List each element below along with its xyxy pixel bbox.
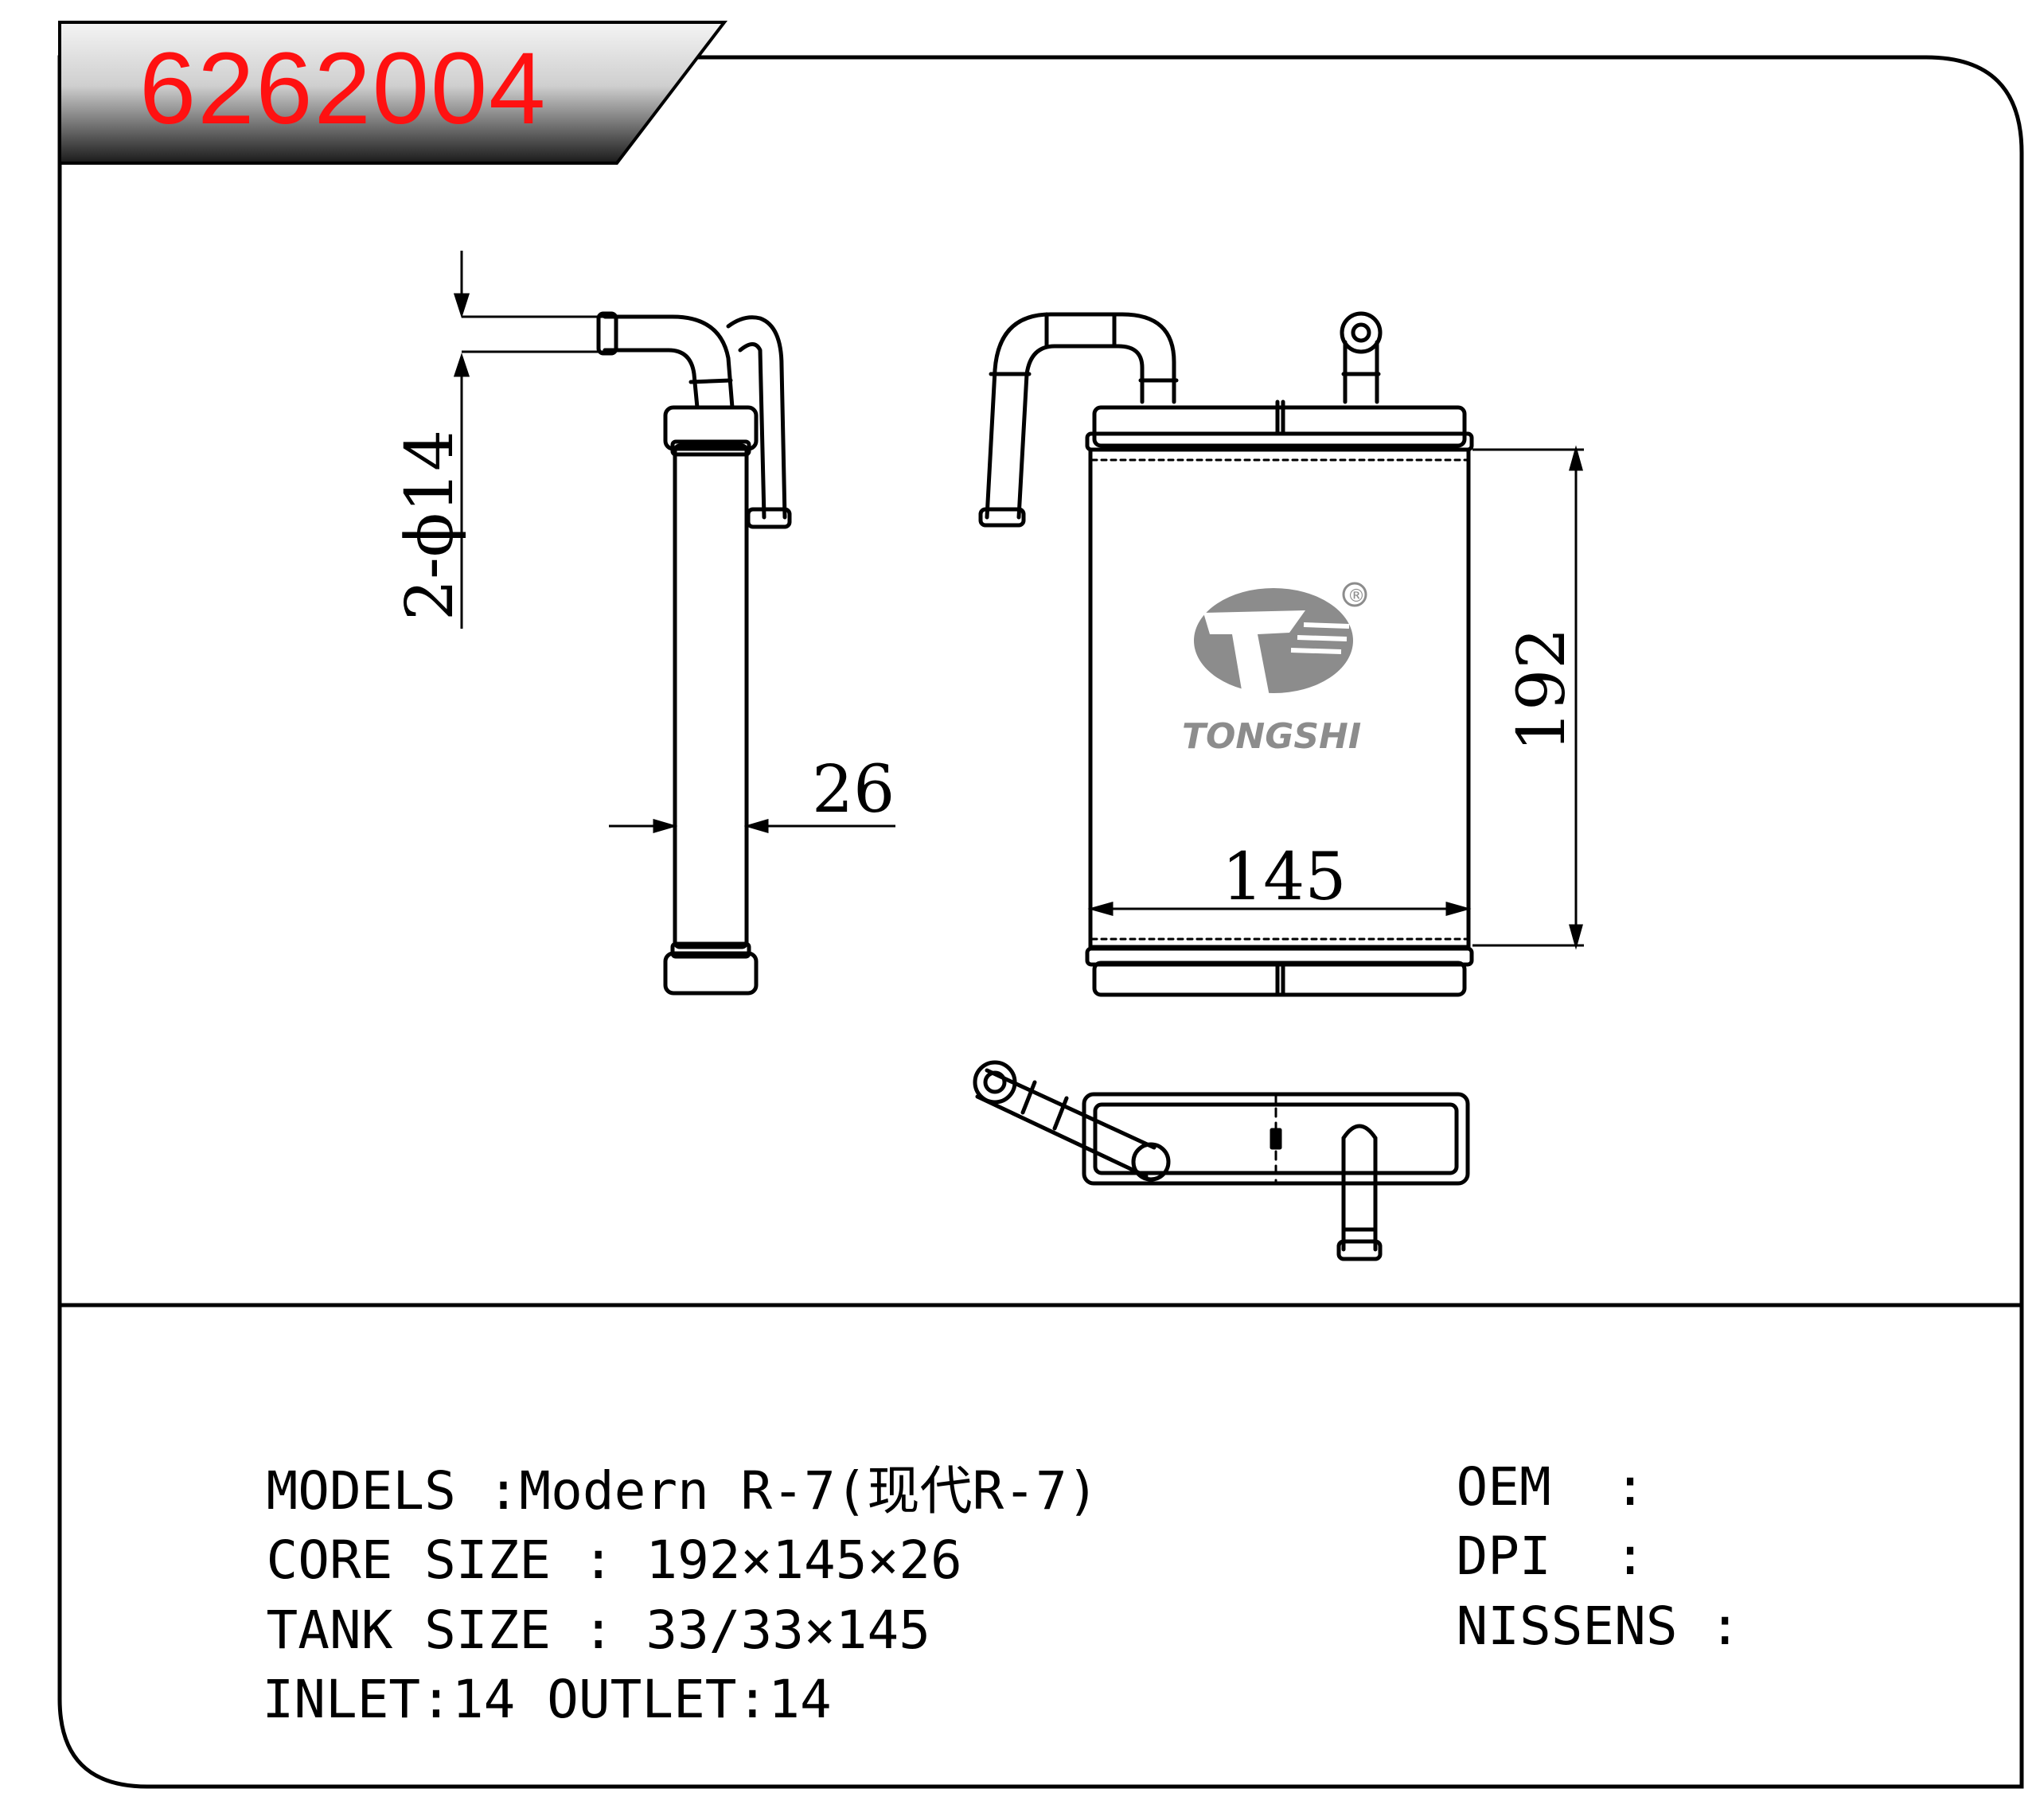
spec-core-size: CORE SIZE : 192×145×26	[203, 1482, 961, 1587]
top-outlet-tip	[1336, 1239, 1383, 1261]
ref-dpi-label: DPI	[1456, 1526, 1551, 1587]
side-pipe-rear	[726, 315, 787, 520]
tongshi-logo-icon	[1194, 582, 1367, 696]
logo-text: TONGSHI	[1182, 716, 1361, 757]
spec-core-size-value: : 192×145×26	[582, 1530, 962, 1591]
ref-dpi: DPI :	[1393, 1478, 1645, 1583]
header-tab	[58, 21, 728, 165]
ref-nissens: NISSENS :	[1393, 1548, 1741, 1653]
side-top-collar	[670, 439, 751, 457]
spec-inlet: INLET:14	[262, 1669, 516, 1730]
front-inlet-pipe	[985, 312, 1176, 520]
width-dimension	[1087, 902, 1472, 916]
side-pipe-front	[603, 314, 735, 410]
side-bottom-collar	[670, 941, 751, 959]
front-view	[978, 311, 1474, 997]
part-number: 6262004	[139, 32, 548, 146]
dim-pipe-label: 2-ϕ14	[392, 430, 468, 621]
spec-tank-size-value: : 33/33×145	[582, 1600, 930, 1661]
front-outlet-end	[1340, 311, 1383, 354]
dim-thickness-label: 26	[812, 752, 895, 828]
spec-core-size-label: CORE SIZE	[266, 1530, 552, 1591]
spec-tank-size-label: TANK SIZE	[266, 1600, 552, 1661]
ref-oem: OEM :	[1393, 1409, 1645, 1514]
spec-models-label: MODELS	[266, 1460, 456, 1522]
ref-dpi-value: :	[1614, 1526, 1646, 1587]
thickness-dimension	[609, 819, 895, 833]
dim-width-label: 145	[1222, 840, 1347, 915]
ref-oem-label: OEM	[1456, 1456, 1551, 1518]
front-inlet-tip	[978, 507, 1026, 528]
spec-models-value: :Modern R-7(现代R-7)	[487, 1460, 1099, 1522]
side-core-tube	[673, 443, 749, 949]
registered-mark: ®	[1348, 587, 1365, 606]
top-view	[973, 1060, 1470, 1261]
ref-nissens-value: :	[1709, 1596, 1742, 1657]
ref-nissens-label: NISSENS	[1456, 1596, 1678, 1657]
ref-oem-value: :	[1614, 1456, 1646, 1518]
spec-ports: INLET:14 OUTLET:14	[199, 1621, 831, 1726]
top-outlet-pipe	[1341, 1136, 1378, 1252]
spec-models: MODELS :Modern R-7(现代R-7)	[203, 1413, 1098, 1518]
height-dimension	[1472, 445, 1584, 950]
spec-outlet: OUTLET:14	[547, 1669, 832, 1730]
dim-height-label: 192	[1504, 627, 1580, 752]
side-top-tank	[663, 405, 759, 451]
side-bottom-tank	[663, 951, 759, 996]
side-view	[596, 311, 792, 996]
pipe-dimension	[453, 251, 605, 629]
spec-tank-size: TANK SIZE : 33/33×145	[203, 1552, 930, 1657]
sheet-border	[57, 55, 2024, 1789]
side-pipe-front-tip	[596, 311, 618, 356]
side-pipe-rear-tip	[746, 507, 792, 529]
